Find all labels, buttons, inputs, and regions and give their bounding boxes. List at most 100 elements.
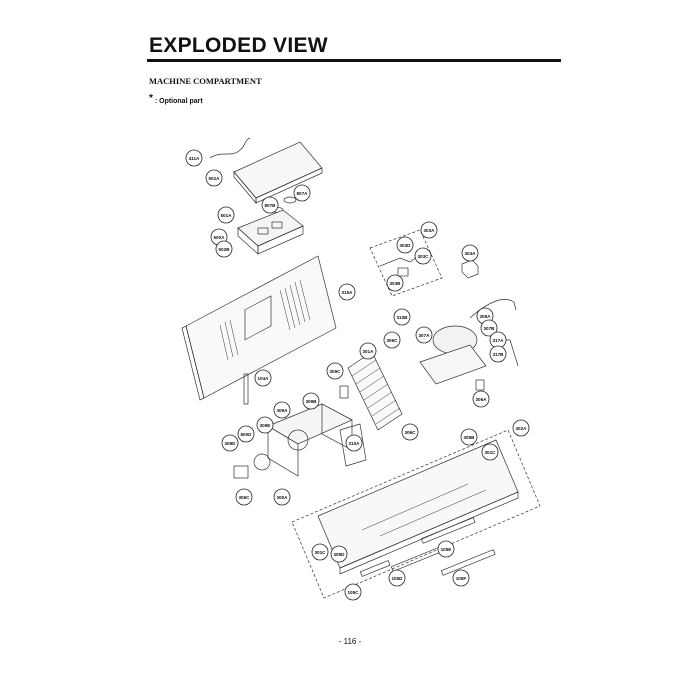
svg-text:309D: 309D — [225, 441, 237, 446]
title-underline — [147, 59, 561, 62]
svg-text:306C: 306C — [239, 495, 251, 500]
svg-text:105C: 105C — [348, 590, 360, 595]
callout-501A: 501A — [217, 206, 235, 224]
control-box-500A — [237, 209, 304, 255]
part-306A — [475, 379, 485, 391]
callout-105F: 105F — [452, 569, 470, 587]
callout-105E: 105E — [437, 540, 455, 558]
svg-text:317A: 317A — [493, 338, 505, 343]
callout-303C: 303C — [414, 247, 432, 265]
optional-star: * — [149, 93, 153, 104]
callout-310B: 310B — [393, 308, 411, 326]
svg-text:310B: 310B — [397, 315, 409, 320]
callout-307A: 307A — [415, 326, 433, 344]
svg-text:306A: 306A — [476, 397, 488, 402]
callout-301C-2: 301C — [311, 543, 329, 561]
svg-text:303A: 303A — [424, 228, 436, 233]
optional-part-note: * : Optional part — [149, 93, 203, 106]
callout-309E: 309E — [256, 416, 274, 434]
callout-300A: 300A — [273, 488, 291, 506]
svg-text:600D: 600D — [241, 432, 253, 437]
svg-text:411A: 411A — [189, 156, 200, 161]
svg-text:502A: 502A — [209, 176, 221, 181]
callout-502A: 502A — [205, 169, 223, 187]
dashed-box-302A — [291, 429, 541, 599]
callout-105C: 105C — [344, 583, 362, 601]
svg-text:305B: 305B — [464, 435, 476, 440]
tube-104A — [243, 373, 249, 405]
svg-text:309E: 309E — [260, 423, 271, 428]
svg-text:309C: 309C — [330, 369, 342, 374]
callout-309A: 309A — [273, 401, 291, 419]
compressor — [419, 299, 519, 385]
callout-301A: 301A — [359, 342, 377, 360]
part-309C — [339, 385, 349, 399]
svg-text:807B: 807B — [265, 203, 277, 208]
callout-104A: 104A — [254, 369, 272, 387]
callout-309C: 309C — [326, 362, 344, 380]
rail-105C — [359, 560, 391, 577]
svg-text:302A: 302A — [516, 426, 528, 431]
svg-text:315A: 315A — [342, 290, 354, 295]
svg-text:301C: 301C — [485, 450, 497, 455]
svg-text:105E: 105E — [441, 547, 452, 552]
callout-301C: 301C — [481, 443, 499, 461]
page-title: EXPLODED VIEW — [149, 34, 328, 57]
harness-303 — [379, 255, 419, 267]
svg-text:501A: 501A — [221, 213, 233, 218]
svg-text:303B: 303B — [390, 281, 402, 286]
callout-306A: 306A — [472, 390, 490, 408]
callout-306C-3: 306C — [235, 488, 253, 506]
callout-807A: 807A — [293, 184, 311, 202]
rail-105E — [420, 517, 476, 544]
svg-text:309B: 309B — [306, 399, 318, 404]
svg-text:303D: 303D — [400, 243, 412, 248]
rail-105F — [440, 549, 496, 576]
callout-317B: 317B — [489, 345, 507, 363]
svg-text:310A: 310A — [349, 441, 361, 446]
cover-502A — [233, 141, 323, 204]
rail-105D — [390, 545, 446, 572]
dashed-box-303A — [369, 229, 443, 297]
svg-text:305D: 305D — [334, 552, 346, 557]
callout-303A: 303A — [420, 221, 438, 239]
svg-text:301C: 301C — [315, 550, 327, 555]
svg-text:502B: 502B — [219, 247, 231, 252]
part-807A — [283, 196, 297, 204]
section-heading: MACHINE COMPARTMENT — [149, 76, 262, 86]
callout-307B: 307B — [480, 319, 498, 337]
optional-label: : Optional part — [154, 98, 203, 105]
svg-text:306C: 306C — [387, 338, 399, 343]
back-panel-315A — [181, 255, 337, 401]
fan-motor — [233, 453, 271, 479]
callout-306C-2: 306C — [401, 423, 419, 441]
wire-411A — [209, 137, 251, 159]
condenser-coil-301A — [347, 351, 403, 431]
callout-309D: 309D — [221, 434, 239, 452]
page-number: - 116 - — [338, 637, 362, 646]
svg-text:317B: 317B — [493, 352, 505, 357]
svg-text:307B: 307B — [484, 326, 496, 331]
callout-807B: 807B — [261, 196, 279, 214]
callout-411A: 411A — [185, 149, 203, 167]
callout-600D: 600D — [237, 425, 255, 443]
svg-text:307A: 307A — [419, 333, 431, 338]
callout-302A: 302A — [512, 419, 530, 437]
callout-306C: 306C — [383, 331, 401, 349]
svg-text:306C: 306C — [405, 430, 417, 435]
svg-text:303C: 303C — [418, 254, 430, 259]
svg-text:300A: 300A — [277, 495, 289, 500]
svg-text:301A: 301A — [363, 349, 375, 354]
svg-text:105F: 105F — [456, 576, 467, 581]
callout-502B: 502B — [215, 240, 233, 258]
callout-105D: 105D — [388, 569, 406, 587]
part-304A — [461, 259, 479, 279]
callout-315A: 315A — [338, 283, 356, 301]
callout-304A: 304A — [461, 244, 479, 262]
callout-310A: 310A — [345, 434, 363, 452]
svg-text:807A: 807A — [297, 191, 309, 196]
callout-303D: 303D — [396, 236, 414, 254]
callout-303B: 303B — [386, 274, 404, 292]
callout-305B: 305B — [460, 428, 478, 446]
